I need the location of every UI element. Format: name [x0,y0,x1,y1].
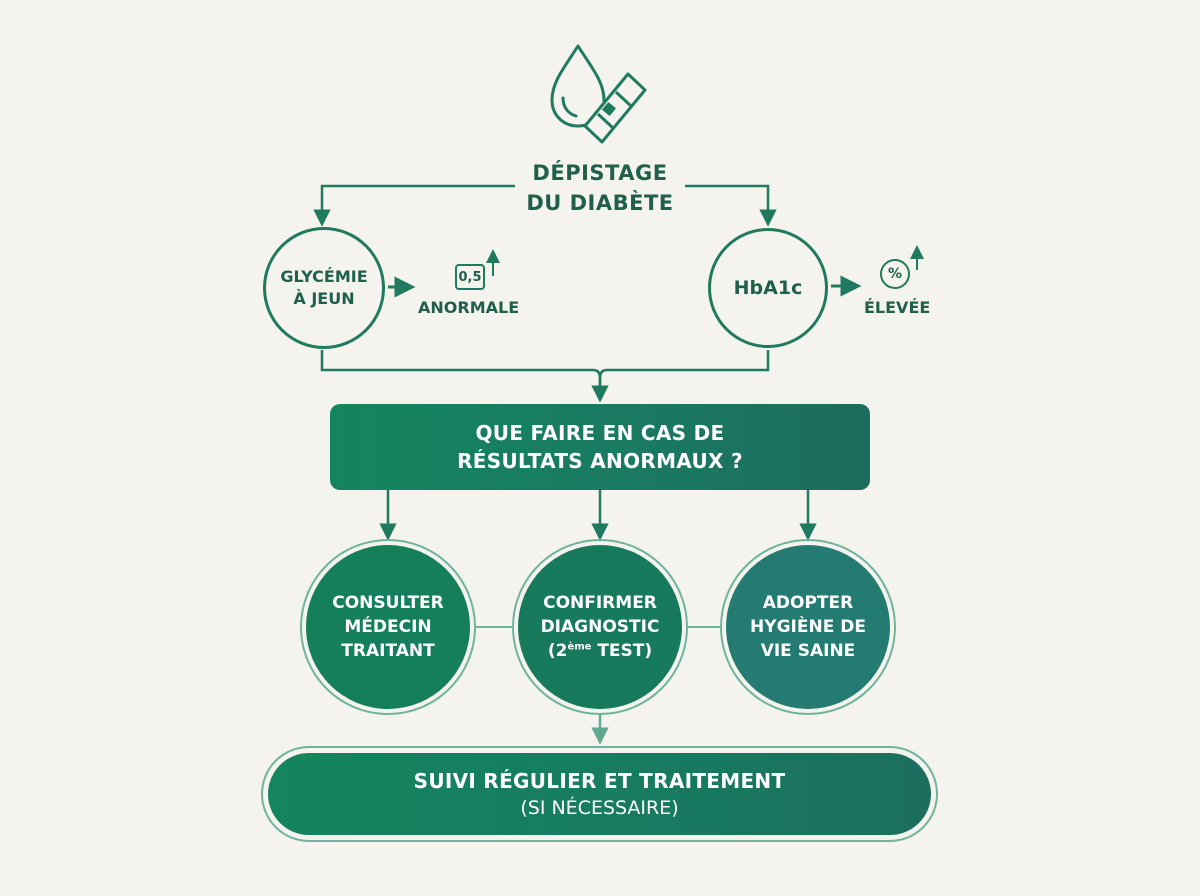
final-sub-text: (SI NÉCESSAIRE) [520,797,679,819]
percent-icon: % [880,259,910,289]
step-3-line-2: HYGIÈNE DE [750,617,866,637]
hba1c-result: ÉLEVÉE [864,298,931,317]
step-1-line-1: CONSULTER [332,593,444,613]
lancet-icon [583,72,647,144]
step-1-line-2: MÉDECIN [344,617,432,637]
step-2-line-3-sup: ème [567,641,592,653]
step-1-line-3: TRAITANT [341,641,435,661]
blood-drop-icon [550,44,606,128]
glucose-reading-icon: 0,5 [455,264,485,290]
step-2-line-1: CONFIRMER [543,593,657,613]
question-line-2: RÉSULTATS ANORMAUX ? [457,449,743,473]
step-2-line-3: (2ème TEST) [548,639,652,663]
step-3-line-1: ADOPTER [762,593,854,613]
final-main-text: SUIVI RÉGULIER ET TRAITEMENT [413,769,786,793]
glycemie-node: GLYCÉMIE À JEUN [263,227,385,349]
hba1c-label: HbA1c [733,277,803,299]
glycemie-line-1: GLYCÉMIE [280,267,368,286]
glycemie-result: ANORMALE [418,298,520,317]
title-line-2: DU DIABÈTE [526,191,674,215]
final-box: SUIVI RÉGULIER ET TRAITEMENT (SI NÉCESSA… [268,753,931,835]
question-line-1: QUE FAIRE EN CAS DE [475,421,725,445]
hba1c-node: HbA1c [708,228,828,348]
glycemie-line-2: À JEUN [293,289,355,308]
step-consulter-medecin: CONSULTER MÉDECIN TRAITANT [300,539,476,715]
step-confirmer-diagnostic: CONFIRMER DIAGNOSTIC (2ème TEST) [512,539,688,715]
step-2-line-3-post: TEST) [591,641,653,661]
diagram-title: DÉPISTAGE DU DIABÈTE [450,158,750,218]
step-2-line-3-pre: (2 [547,641,568,661]
title-line-1: DÉPISTAGE [532,161,668,185]
step-adopter-hygiene: ADOPTER HYGIÈNE DE VIE SAINE [720,539,896,715]
step-3-line-3: VIE SAINE [760,641,856,661]
step-2-line-2: DIAGNOSTIC [540,617,660,637]
question-box: QUE FAIRE EN CAS DE RÉSULTATS ANORMAUX ? [330,404,870,490]
